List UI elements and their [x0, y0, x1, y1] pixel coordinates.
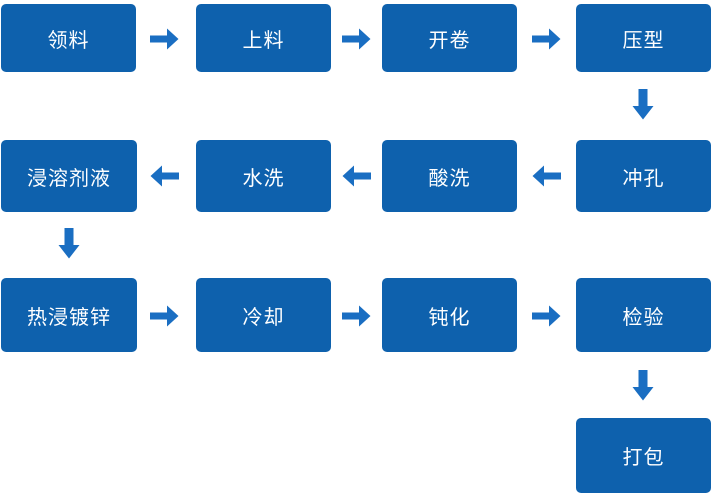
step-water-rinsing: 水洗	[196, 140, 331, 212]
arrow-right-icon	[532, 305, 561, 327]
step-material-requisition: 领料	[1, 4, 136, 72]
arrow-left-icon	[532, 165, 561, 187]
arrow-right-icon	[150, 28, 179, 50]
step-inspection: 检验	[576, 278, 711, 352]
arrow-left-icon	[342, 165, 371, 187]
step-hot-dip-galvanizing: 热浸镀锌	[1, 278, 137, 352]
step-pressing: 压型	[576, 4, 711, 72]
step-punching: 冲孔	[576, 140, 711, 212]
step-uncoiling: 开卷	[382, 4, 517, 72]
arrow-right-icon	[342, 305, 371, 327]
arrow-right-icon	[342, 28, 371, 50]
step-packing: 打包	[576, 418, 711, 493]
step-flux-dipping: 浸溶剂液	[1, 140, 137, 212]
arrow-right-icon	[532, 28, 561, 50]
arrow-down-icon	[58, 228, 80, 259]
step-passivation: 钝化	[382, 278, 517, 352]
step-loading: 上料	[196, 4, 331, 72]
step-cooling: 冷却	[196, 278, 331, 352]
arrow-down-icon	[632, 89, 654, 120]
arrow-right-icon	[150, 305, 179, 327]
arrow-left-icon	[150, 165, 179, 187]
step-acid-pickling: 酸洗	[382, 140, 517, 212]
arrow-down-icon	[632, 370, 654, 401]
